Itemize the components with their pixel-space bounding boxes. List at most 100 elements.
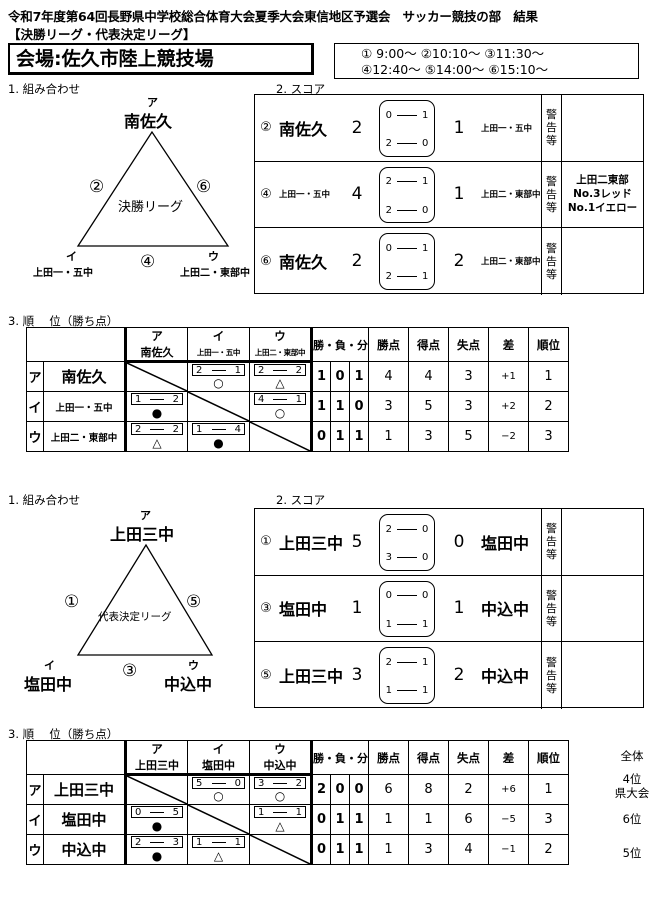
row-team: 南佐久: [43, 361, 127, 392]
row-kana: イ: [26, 804, 44, 835]
half-dash: [397, 114, 417, 116]
half-home: 1: [385, 685, 392, 697]
row-team: 上田一・五中: [43, 391, 127, 422]
away-goals: 1: [453, 184, 465, 205]
home-goals: 3: [351, 665, 363, 686]
losses: 1: [330, 804, 350, 835]
header-1: 得点: [408, 740, 449, 775]
rank: 1: [528, 361, 569, 392]
warning-label: 警告等: [541, 161, 561, 228]
half-home: 2: [385, 523, 392, 535]
warning-char: 等: [546, 134, 557, 148]
warning-note-line: No.1イエロー: [567, 202, 638, 215]
overall-rank: 4位県大会: [604, 772, 659, 800]
result-against: 2: [295, 777, 302, 789]
league2-right-match-no: ⑤: [186, 592, 202, 612]
warning-label: 警告等: [541, 575, 561, 642]
warning-label: 警告等: [541, 95, 561, 161]
header-2: 失点: [448, 327, 489, 362]
result-mark: ○: [213, 376, 224, 390]
result-dash: [150, 398, 164, 400]
result-for: 5: [196, 777, 203, 789]
home-team: 南佐久: [279, 253, 328, 273]
away-goals: 2: [453, 251, 465, 272]
result-for: 2: [135, 836, 142, 848]
league2-triangle: [76, 543, 214, 656]
away-team: 上田二・東部中: [481, 257, 541, 268]
losses: 1: [330, 834, 350, 865]
rank: 3: [528, 421, 569, 452]
half-away: 0: [422, 523, 429, 535]
self-cell: [125, 361, 188, 392]
league1-right-kana: ウ: [208, 250, 219, 263]
result-dash: [273, 369, 287, 371]
wins: 2: [310, 774, 331, 805]
warning-note: [561, 95, 643, 161]
kickoff-times-line2: ④12:40～ ⑤14:00～ ⑥15:10～: [361, 62, 549, 77]
result-dash: [150, 841, 164, 843]
result-dash: [211, 841, 226, 843]
half-home: 0: [385, 109, 392, 121]
away-goals: 0: [453, 531, 465, 552]
draws: 1: [349, 834, 369, 865]
rank-header-row: アイウ勝・負・分勝点得点失点差順位: [26, 740, 569, 775]
col-kana: イ: [187, 740, 250, 757]
league1-left-kana: イ: [66, 250, 77, 263]
overall-line: 4位: [622, 772, 642, 786]
half-away: 0: [422, 590, 429, 602]
points: 3: [368, 391, 409, 422]
league2-triangle-label: 代表決定リーグ: [98, 611, 172, 623]
home-team: 上田三中: [279, 667, 344, 687]
result-dash: [150, 811, 164, 813]
self-cell: [187, 804, 250, 835]
row-kana: ウ: [26, 834, 44, 865]
half-home: 2: [385, 137, 392, 149]
goals-against: 2: [448, 774, 489, 805]
result-against: 4: [234, 423, 241, 435]
self-diagonal: [250, 422, 310, 451]
result-against: 2: [172, 423, 179, 435]
overall-header: 全体: [620, 749, 644, 763]
col-team: 上田三中: [125, 757, 188, 776]
result-mark: △: [275, 819, 285, 833]
diagonal-line: [127, 776, 187, 804]
away-team: 中込中: [481, 600, 530, 620]
kickoff-times-line1: ① 9:00～ ②10:10～ ③11:30～: [361, 46, 545, 61]
result-against: 1: [295, 393, 302, 405]
col-kana: ア: [125, 327, 188, 344]
row-kana: ア: [26, 361, 44, 392]
half-home: 0: [385, 242, 392, 254]
goal-diff: +1: [488, 361, 529, 392]
result-against: 2: [295, 364, 302, 376]
league1-triangle: [76, 130, 230, 247]
match-number: ②: [260, 120, 272, 136]
header-3: 差: [488, 327, 529, 362]
result-for: 2: [135, 423, 142, 435]
